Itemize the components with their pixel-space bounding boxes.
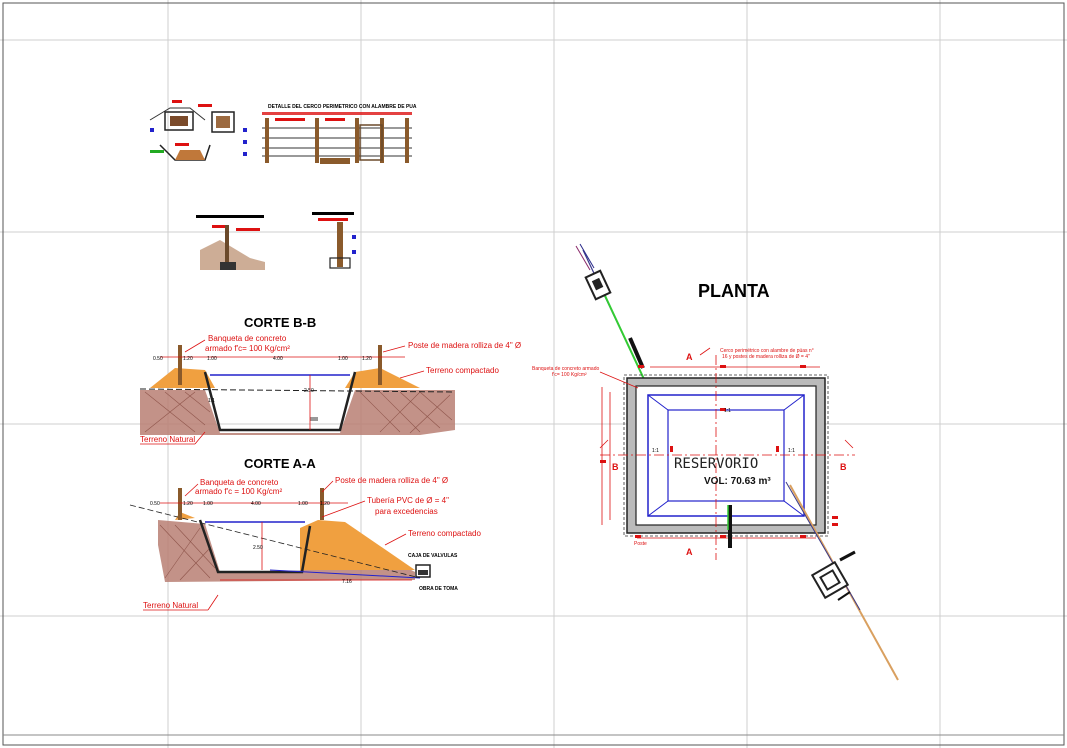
svg-text:1.20: 1.20	[320, 501, 330, 507]
svg-text:1.20: 1.20	[183, 356, 193, 362]
svg-text:Poste de madera rolliza de 4": Poste de madera rolliza de 4" Ø	[408, 341, 521, 350]
svg-text:4.00: 4.00	[251, 501, 261, 507]
svg-text:armado f'c= 100 Kg/cm²: armado f'c= 100 Kg/cm²	[205, 344, 290, 353]
svg-text:1:1: 1:1	[208, 398, 215, 404]
svg-text:CAJA DE VALVULAS: CAJA DE VALVULAS	[408, 553, 458, 559]
svg-text:1.20: 1.20	[362, 356, 372, 362]
svg-text:Poste de madera rolliza de 4": Poste de madera rolliza de 4" Ø	[335, 476, 448, 485]
svg-text:B: B	[840, 462, 847, 472]
svg-text:7.16: 7.16	[342, 579, 352, 585]
corte-aa-title: CORTE A-A	[244, 456, 316, 471]
svg-text:0.50: 0.50	[150, 501, 160, 507]
svg-text:1.00: 1.00	[338, 356, 348, 362]
svg-text:B: B	[612, 462, 619, 472]
svg-text:armado f'c = 100 Kg/cm²: armado f'c = 100 Kg/cm²	[195, 487, 282, 496]
detail-sump-drawings	[149, 100, 247, 161]
svg-text:Terreno compactado: Terreno compactado	[408, 529, 481, 538]
svg-text:Terreno Natural: Terreno Natural	[140, 435, 195, 444]
svg-text:Poste: Poste	[634, 541, 647, 547]
svg-text:f'c= 100 Kg/cm²: f'c= 100 Kg/cm²	[552, 372, 587, 378]
svg-text:Terreno compactado: Terreno compactado	[426, 366, 499, 375]
terreno-natural-bb	[140, 390, 455, 435]
svg-text:2.50: 2.50	[253, 545, 263, 551]
svg-text:OBRA DE TOMA: OBRA DE TOMA	[419, 586, 458, 592]
svg-text:0.50: 0.50	[153, 356, 163, 362]
svg-text:2.50: 2.50	[304, 388, 314, 394]
svg-text:16 y postes de madera rolliza: 16 y postes de madera rolliza de Ø = 4"	[722, 354, 810, 360]
svg-text:1:1: 1:1	[788, 448, 795, 454]
corte-aa: CORTE A-A 0.50 1.20 1.00 4.00 1.00 1.20 …	[129, 456, 481, 611]
svg-text:1.00: 1.00	[203, 501, 213, 507]
svg-text:Cerco perimétrico con alambre: Cerco perimétrico con alambre de púas n°	[720, 348, 814, 354]
reservorio-label: RESERVORIO	[674, 456, 758, 472]
detail-fence: DETALLE DEL CERCO PERIMETRICO CON ALAMBR…	[262, 104, 417, 164]
svg-text:4.00: 4.00	[273, 356, 283, 362]
svg-text:A: A	[686, 352, 693, 362]
svg-text:Banqueta de concreto armado: Banqueta de concreto armado	[532, 366, 599, 372]
volume-label: VOL: 70.63 m³	[704, 476, 771, 487]
planta-title: PLANTA	[698, 281, 770, 301]
svg-text:A: A	[686, 547, 693, 557]
svg-text:Tubería PVC de Ø = 4": Tubería PVC de Ø = 4"	[367, 496, 449, 505]
svg-text:Terreno Natural: Terreno Natural	[143, 601, 198, 610]
detail-fence-title: DETALLE DEL CERCO PERIMETRICO CON ALAMBR…	[268, 104, 417, 110]
svg-text:Banqueta de concreto: Banqueta de concreto	[208, 334, 287, 343]
svg-text:1.20: 1.20	[183, 501, 193, 507]
detail-posts	[196, 212, 356, 270]
svg-text:Banqueta de concreto: Banqueta de concreto	[200, 478, 279, 487]
svg-text:1.00: 1.00	[207, 356, 217, 362]
corte-bb-title: CORTE B-B	[244, 315, 316, 330]
svg-text:1.00: 1.00	[298, 501, 308, 507]
svg-text:para excedencias: para excedencias	[375, 507, 438, 516]
planta: PLANTA A A B B	[532, 243, 899, 681]
svg-text:1:1: 1:1	[724, 408, 731, 414]
svg-text:1:1: 1:1	[652, 448, 659, 454]
corte-bb: CORTE B-B 0.50 1.20 1.00 4.00 1.00 1.20 …	[139, 315, 521, 445]
